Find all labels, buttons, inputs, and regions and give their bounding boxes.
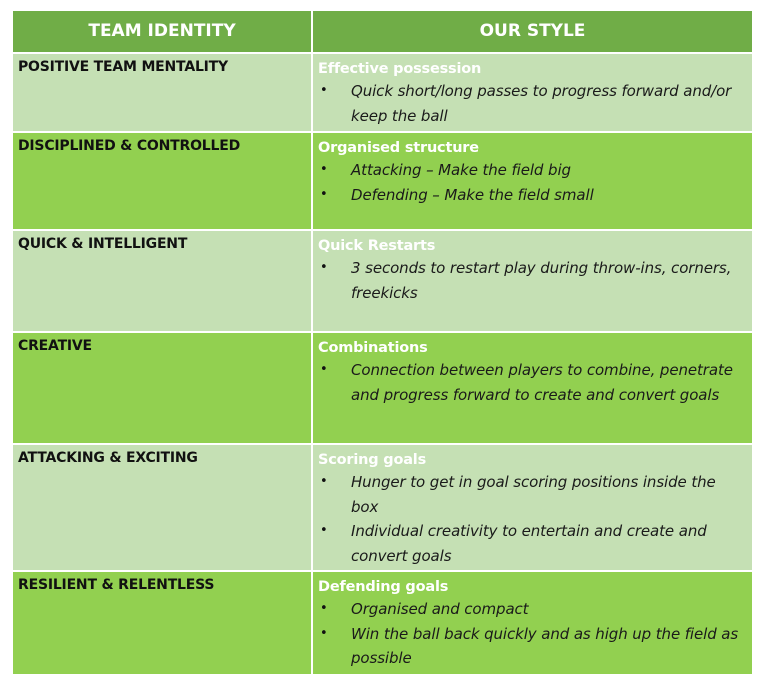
identity-cell: POSITIVE TEAM MENTALITY: [13, 54, 313, 131]
identity-cell: ATTACKING & EXCITING: [13, 445, 313, 570]
style-cell: Combinations Connection between players …: [313, 333, 752, 443]
style-cell: Scoring goals Hunger to get in goal scor…: [313, 445, 752, 570]
style-title: Scoring goals: [318, 452, 426, 468]
style-bullet: Win the ball back quickly and as high up…: [318, 622, 747, 671]
style-bullet: 3 seconds to restart play during throw-i…: [318, 256, 747, 305]
style-bullet: Hunger to get in goal scoring positions …: [318, 470, 747, 519]
header-our-style: OUR STYLE: [313, 11, 752, 52]
style-title: Defending goals: [318, 579, 449, 595]
style-title: Quick Restarts: [318, 238, 436, 254]
style-cell: Defending goals Organised and compact Wi…: [313, 572, 752, 674]
style-title: Organised structure: [318, 140, 479, 156]
style-bullet: Attacking – Make the field big: [318, 158, 747, 183]
table-row: RESILIENT & RELENTLESS Defending goals O…: [13, 572, 752, 674]
style-cell: Organised structure Attacking – Make the…: [313, 133, 752, 229]
table-row: QUICK & INTELLIGENT Quick Restarts 3 sec…: [13, 231, 752, 333]
style-cell: Effective possession Quick short/long pa…: [313, 54, 752, 131]
style-cell: Quick Restarts 3 seconds to restart play…: [313, 231, 752, 331]
style-title: Effective possession: [318, 61, 482, 77]
table-header-row: TEAM IDENTITY OUR STYLE: [13, 11, 752, 54]
identity-cell: DISCIPLINED & CONTROLLED: [13, 133, 313, 229]
style-bullet: Individual creativity to entertain and c…: [318, 519, 747, 568]
style-bullet: Organised and compact: [318, 597, 747, 622]
style-bullets: 3 seconds to restart play during throw-i…: [318, 256, 747, 305]
style-bullets: Quick short/long passes to progress forw…: [318, 79, 747, 128]
style-title: Combinations: [318, 340, 428, 356]
style-bullets: Hunger to get in goal scoring positions …: [318, 470, 747, 568]
table-row: DISCIPLINED & CONTROLLED Organised struc…: [13, 133, 752, 231]
identity-cell: CREATIVE: [13, 333, 313, 443]
style-bullets: Organised and compact Win the ball back …: [318, 597, 747, 671]
table-row: CREATIVE Combinations Connection between…: [13, 333, 752, 445]
team-identity-style-table: TEAM IDENTITY OUR STYLE POSITIVE TEAM ME…: [13, 11, 752, 674]
style-bullet: Defending – Make the field small: [318, 183, 747, 208]
header-team-identity: TEAM IDENTITY: [13, 11, 313, 52]
style-bullets: Attacking – Make the field big Defending…: [318, 158, 747, 207]
identity-cell: QUICK & INTELLIGENT: [13, 231, 313, 331]
style-bullet: Connection between players to combine, p…: [318, 358, 747, 407]
table-row: POSITIVE TEAM MENTALITY Effective posses…: [13, 54, 752, 133]
style-bullet: Quick short/long passes to progress forw…: [318, 79, 747, 128]
style-bullets: Connection between players to combine, p…: [318, 358, 747, 407]
identity-cell: RESILIENT & RELENTLESS: [13, 572, 313, 674]
table-row: ATTACKING & EXCITING Scoring goals Hunge…: [13, 445, 752, 572]
